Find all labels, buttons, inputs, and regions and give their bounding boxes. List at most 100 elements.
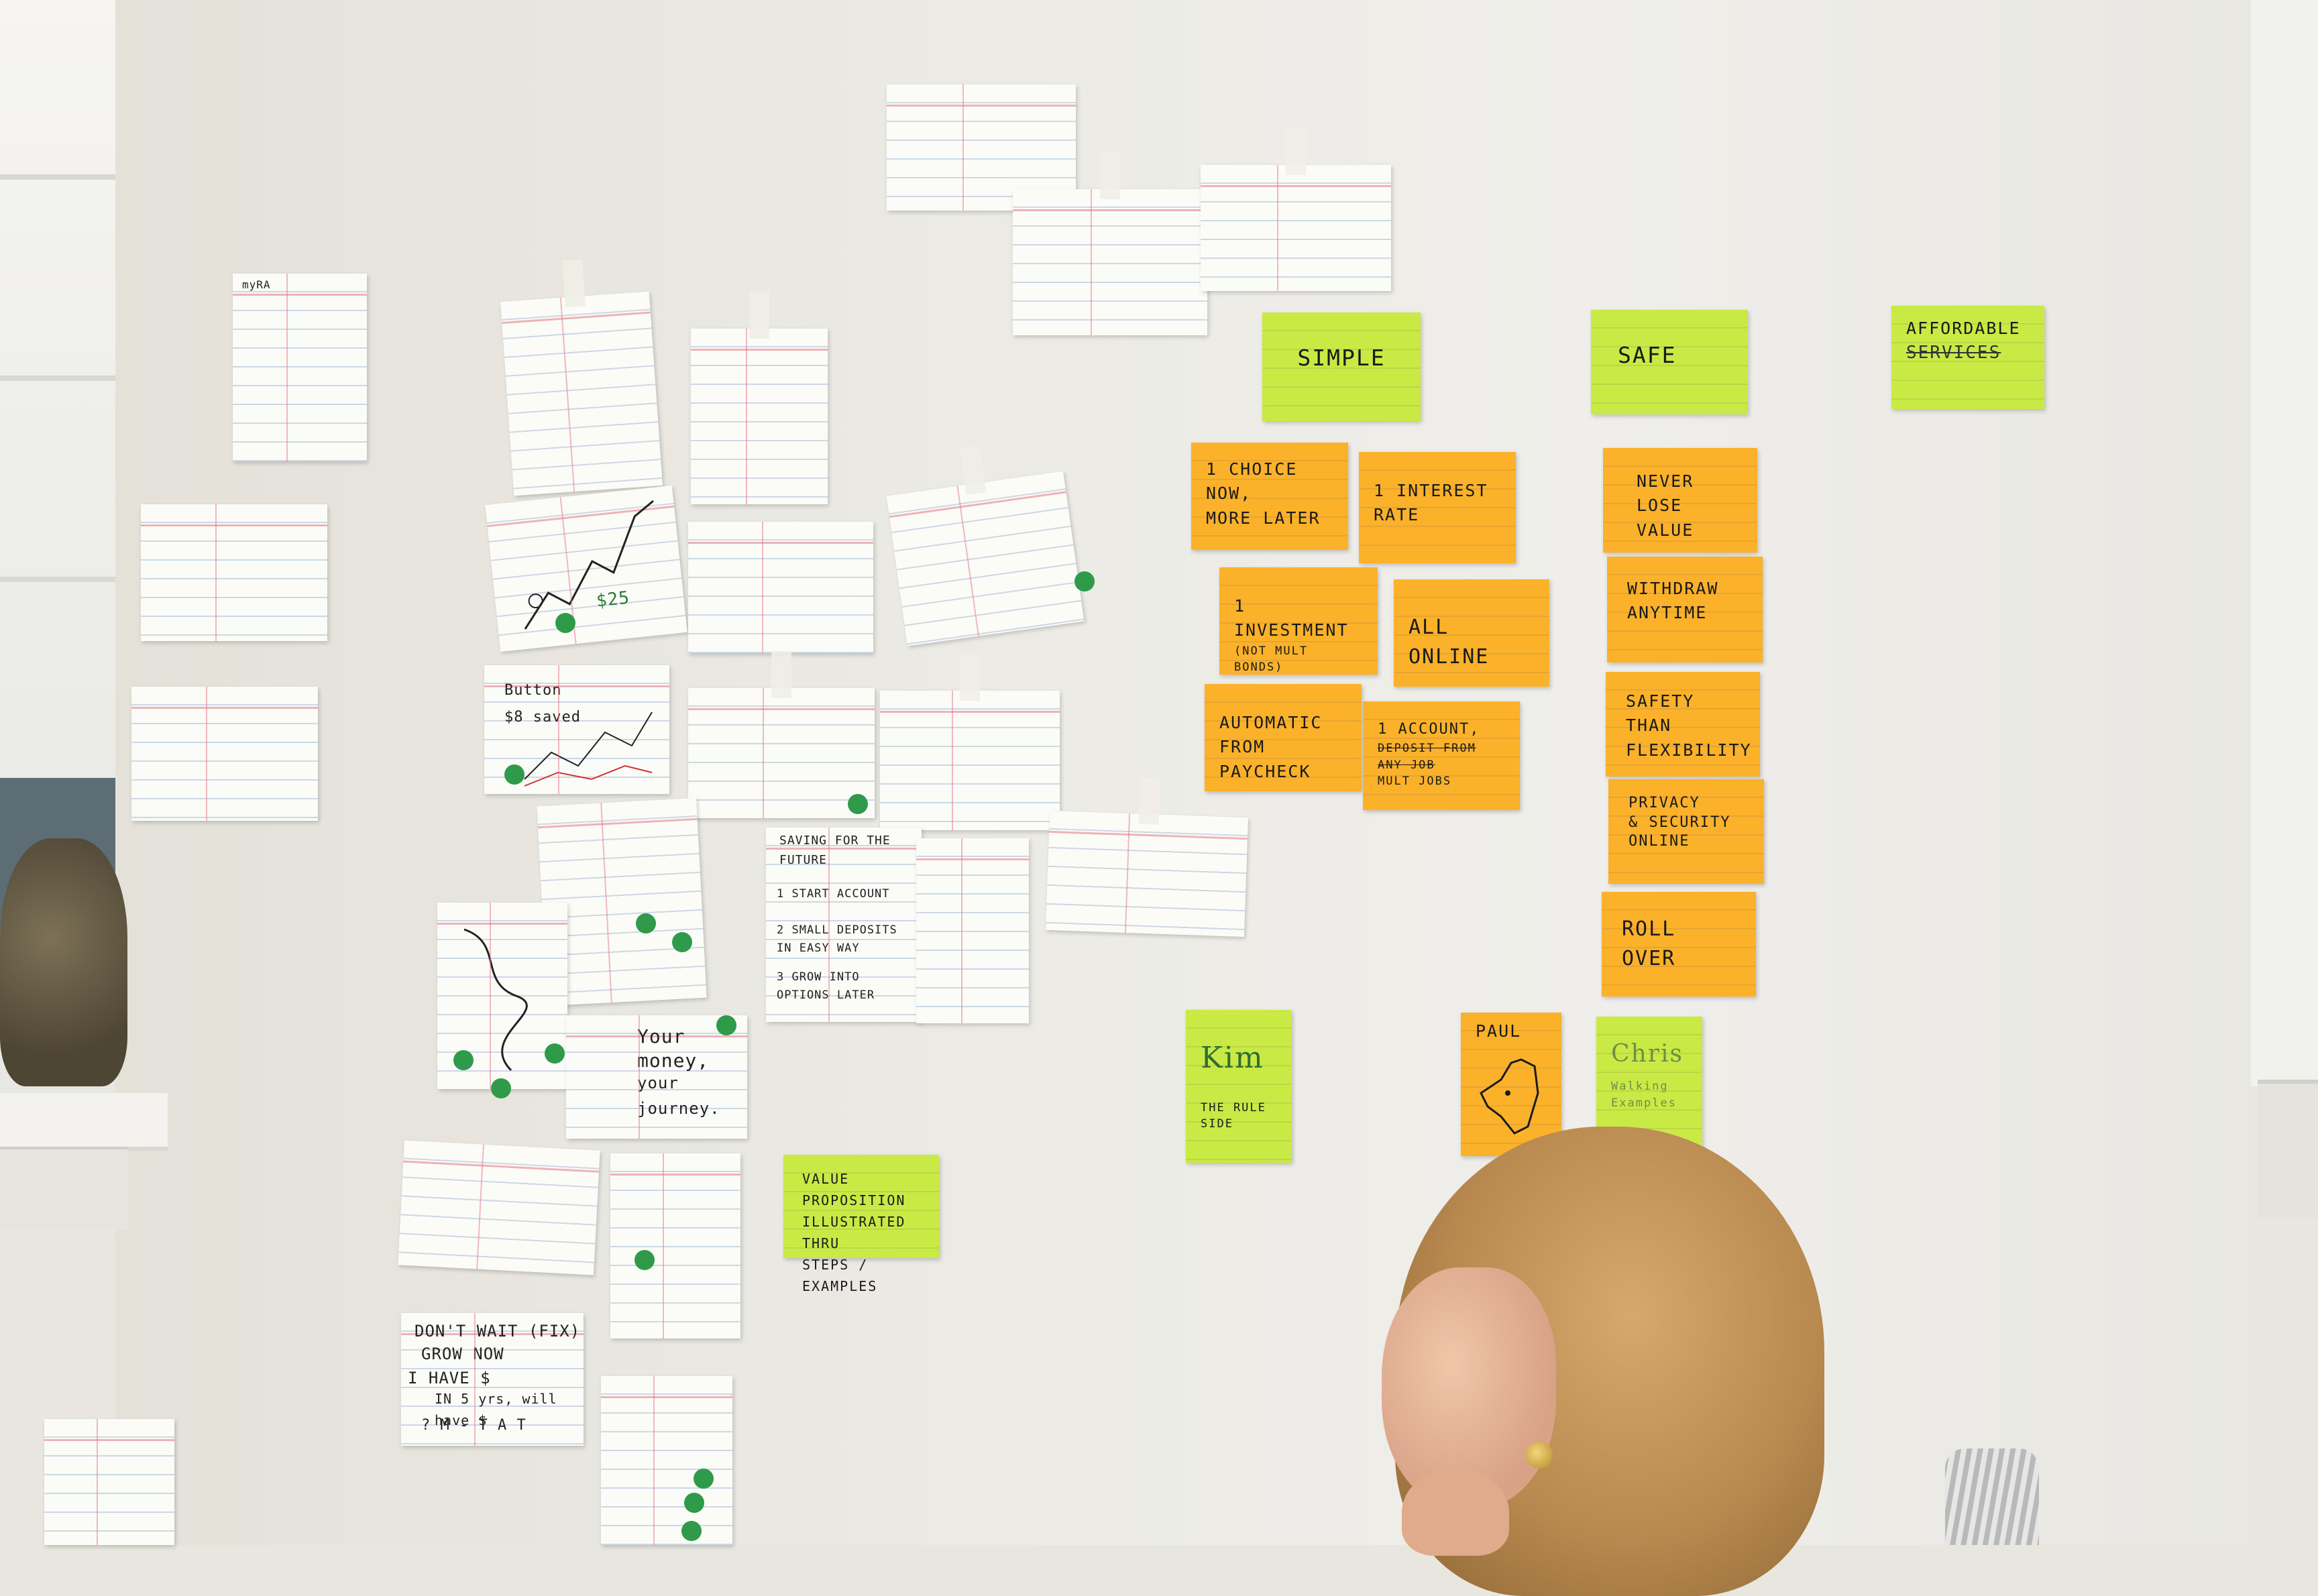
note-simple-item: AUTOMATIC FROM PAYCHECK	[1205, 684, 1362, 791]
note-line: ROLL OVER	[1622, 917, 1676, 970]
vote-dot	[504, 764, 525, 785]
sketch-card	[500, 259, 663, 496]
button-sketch	[524, 711, 653, 787]
sketch-card	[1201, 128, 1391, 291]
note-line: ILLUSTRATED THRU	[802, 1214, 906, 1251]
vote-dot	[453, 1050, 474, 1070]
note-safe-item: NEVER LOSE VALUE	[1603, 448, 1757, 553]
note-line: & SECURITY	[1629, 813, 1731, 831]
note-line: FROM PAYCHECK	[1219, 737, 1311, 781]
note-line: 1 INVESTMENT	[1234, 596, 1349, 640]
saving-step3: 3 GROW INTO OPTIONS LATER	[777, 970, 875, 1003]
window-sill	[0, 1093, 168, 1151]
sketch-card-chart: $25	[485, 485, 687, 652]
note-line: WITHDRAW	[1627, 579, 1719, 598]
note-line: SAFETY THAN	[1626, 691, 1695, 736]
button-line2: $8 saved	[504, 709, 581, 726]
sketch-card: myRA	[233, 274, 367, 461]
note-safe-item: ROLL OVER	[1602, 892, 1756, 996]
note-simple-item: 1 CHOICE NOW, MORE LATER	[1191, 443, 1348, 550]
note-line: ANYTIME	[1627, 603, 1708, 623]
right-sill	[2258, 1080, 2318, 1218]
dontwait-line2: GROW NOW	[421, 1345, 504, 1363]
note-paul: PAUL	[1461, 1013, 1561, 1156]
hand-on-chin	[1402, 1469, 1509, 1556]
note-line: MULT JOBS	[1378, 775, 1452, 789]
sketch-card	[610, 1153, 740, 1338]
note-simple-item: 1 INVESTMENT (NOT MULT BONDS)	[1219, 567, 1378, 675]
sketch-card	[688, 651, 875, 818]
vote-dot	[555, 613, 575, 633]
note-line: AUTOMATIC	[1219, 713, 1323, 732]
face	[1382, 1267, 1556, 1509]
vote-dot	[1074, 571, 1095, 591]
window-sill-trim	[0, 1147, 127, 1230]
note-line: FLEXIBILITY	[1626, 740, 1752, 760]
vote-dot	[636, 913, 656, 933]
earring	[1526, 1442, 1553, 1469]
journey-line2: money,	[637, 1049, 710, 1072]
sketch-card	[688, 522, 873, 653]
note-line: RATE	[1374, 505, 1420, 525]
sketch-card	[916, 838, 1029, 1023]
note-line: PRIVACY	[1629, 795, 1700, 811]
sketch-card	[880, 654, 1060, 830]
dontwait-line4: IN 5 yrs, will have $	[435, 1391, 557, 1428]
note-safe-item: WITHDRAW ANYTIME	[1607, 557, 1763, 663]
sketch-card	[601, 1376, 732, 1545]
sketch-card	[141, 504, 327, 641]
note-kim: Kim THE RULE SIDE	[1186, 1010, 1292, 1163]
sketch-card	[398, 1140, 600, 1275]
note-line: STEPS / EXAMPLES	[802, 1257, 878, 1294]
sketch-card-journey: Your money, your journey.	[566, 1015, 747, 1139]
chris-sub: Walking Examples	[1611, 1080, 1677, 1110]
note-simple-item: 1 ACCOUNT, DEPOSIT FROM ANY JOB MULT JOB…	[1363, 701, 1520, 810]
growth-sketch	[524, 500, 654, 630]
sketch-card	[1013, 152, 1207, 335]
note-line: 1 CHOICE NOW,	[1206, 459, 1298, 504]
note-chris: Chris Walking Examples	[1596, 1017, 1702, 1159]
tape	[562, 259, 586, 308]
note-value-proposition: VALUE PROPOSITION ILLUSTRATED THRU STEPS…	[783, 1155, 939, 1294]
vote-dot	[634, 1250, 655, 1270]
sketch-card	[44, 1419, 174, 1545]
bag	[0, 838, 127, 1086]
vote-dot	[694, 1469, 714, 1489]
button-line1: Button	[504, 682, 562, 699]
sketch-card-saving: SAVING FOR THE FUTURE 1 START ACCOUNT 2 …	[766, 828, 922, 1022]
saving-step2: 2 SMALL DEPOSITS IN EASY WAY	[777, 923, 897, 956]
note-simple-text: SIMPLE	[1297, 345, 1386, 371]
note-line: MORE LATER	[1206, 508, 1321, 528]
name-kim: Kim	[1201, 1041, 1264, 1075]
dontwait-line5: ? M - T A T	[421, 1417, 527, 1434]
note-line: (NOT MULT BONDS)	[1234, 644, 1309, 675]
note-line: DEPOSIT FROM ANY JOB	[1378, 741, 1476, 772]
tape	[1100, 152, 1120, 199]
note-affordable: AFFORDABLE SERVICES	[1891, 306, 2044, 409]
vote-dot	[491, 1078, 511, 1098]
card-title: myRA	[242, 278, 271, 291]
dontwait-line1: DON'T WAIT (FIX)	[415, 1322, 581, 1341]
note-line: ONLINE	[1629, 833, 1690, 850]
saving-title: SAVING FOR THE FUTURE	[779, 834, 891, 867]
note-affordable-scribble: SERVICES	[1906, 343, 2001, 363]
tape	[1138, 777, 1161, 825]
note-line: ALL ONLINE	[1409, 616, 1490, 669]
photo-scene: myRA $25 Button $8 saved SAVING FOR THE …	[0, 0, 2318, 1545]
note-safe-text: SAFE	[1618, 342, 1677, 368]
note-line: NEVER	[1637, 471, 1694, 491]
kim-sub: THE RULE SIDE	[1201, 1100, 1266, 1131]
vote-dot	[716, 1015, 736, 1035]
sketch-card	[131, 687, 318, 821]
name-chris: Chris	[1611, 1040, 1684, 1068]
vote-dot	[672, 932, 692, 952]
blind-slat	[0, 376, 115, 381]
note-line: 1 ACCOUNT,	[1378, 721, 1480, 738]
tape	[960, 654, 980, 701]
tape	[771, 651, 791, 698]
right-window	[2251, 0, 2318, 1086]
sketch-card	[1045, 777, 1249, 937]
chair	[1945, 1448, 2039, 1545]
journey-line1: Your	[637, 1025, 685, 1047]
sketch-card	[691, 292, 828, 504]
